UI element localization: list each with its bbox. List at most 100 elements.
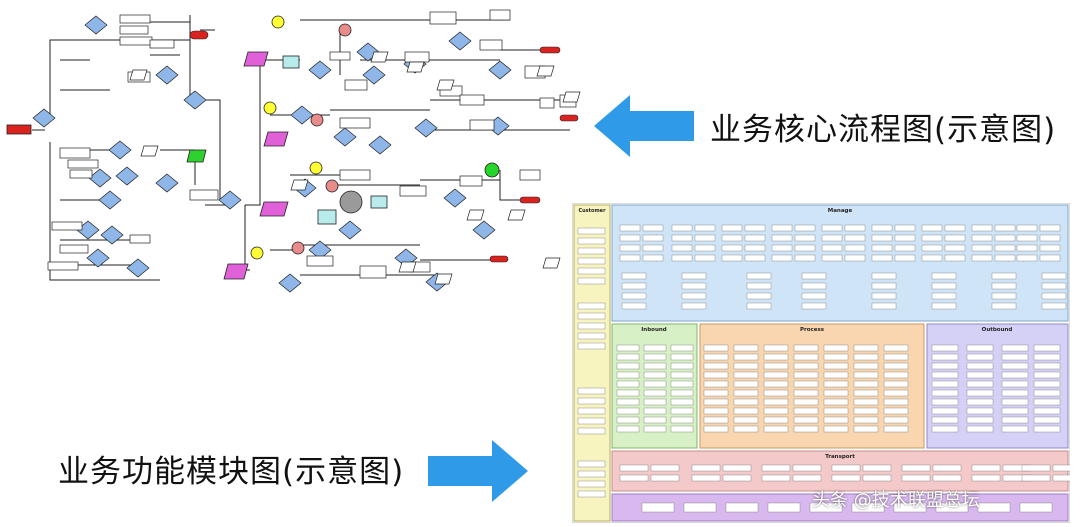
outbound-module [1033,362,1061,370]
customer-module [577,427,606,435]
process-module [763,398,789,406]
process-box [519,169,541,181]
customer-module [577,227,606,235]
io-node [129,69,148,81]
process-module [853,407,879,415]
manage-module [681,302,707,310]
manage-module [991,282,1017,290]
manage-module [771,224,793,232]
process-module [883,344,909,352]
customer-module [577,267,606,275]
manage-module [801,302,827,310]
process-module [733,398,759,406]
outbound-title: Outbound [982,327,1013,333]
inbound-module [616,371,640,379]
transport-module [691,464,721,472]
process-module [823,398,849,406]
process-box [479,39,503,51]
manage-module [621,282,647,290]
inbound-module [670,398,694,406]
process-module [703,362,729,370]
transport-title: Transport [825,454,855,460]
manage-module [746,282,772,290]
decision-diamond [88,168,112,188]
manage-module [871,292,897,300]
process-module [763,362,789,370]
process-module [793,416,819,424]
terminal-nodes [189,30,579,263]
manage-module [794,254,816,262]
customer-module [577,322,606,330]
manage-module [681,292,707,300]
outbound-module [1001,407,1029,415]
bottom-module [767,502,801,513]
decision-diamond [98,190,122,210]
outbound-module [1033,353,1061,361]
manage-module [744,234,766,242]
process-box [339,169,371,181]
decision-diamond [308,60,332,80]
magenta-parallelograms [223,51,289,280]
manage-module [971,224,993,232]
process-module [703,407,729,415]
process-module [793,380,819,388]
inbound-module [670,353,694,361]
manage-module [694,254,716,262]
outbound-module [966,371,994,379]
function-module-caption: 业务功能模块图(示意图) [58,454,405,490]
customer-module [577,490,606,498]
inbound-module [670,362,694,370]
inbound-module [670,416,694,424]
green-parallelogram [186,149,207,163]
manage-module [671,254,693,262]
io-node [406,61,425,73]
process-box [429,11,457,25]
decision-diamond [155,173,179,193]
decision-diamond [278,273,302,293]
outbound-module [1033,416,1061,424]
manage-module [844,224,866,232]
outbound-module [931,344,959,352]
process-module [763,389,789,397]
manage-module [1039,234,1061,242]
transport-module [862,474,892,482]
decision-diamond [155,65,179,85]
manage-module [821,244,843,252]
process-module [733,371,759,379]
process-boxes [47,9,577,279]
customer-title: Customer [578,208,606,214]
manage-module [944,224,966,232]
cyan-nodes [282,55,388,225]
process-module [703,416,729,424]
bottom-module [851,502,885,513]
io-node [536,65,555,77]
inbound-module [616,344,640,352]
manage-module [1041,272,1067,280]
transport-module [901,464,931,472]
process-module [703,389,729,397]
process-box [459,94,485,106]
outbound-module [1001,380,1029,388]
process-module [853,389,879,397]
process-module [823,371,849,379]
process-module [883,362,909,370]
customer-module [577,387,606,395]
inbound-module [616,398,640,406]
process-module [883,389,909,397]
io-node [507,209,526,221]
inbound-module [670,389,694,397]
process-box [306,255,334,267]
manage-module [821,234,843,242]
manage-module [991,292,1017,300]
transport-module [862,464,892,472]
manage-module [944,244,966,252]
start-bar [6,124,32,135]
transport-module [722,464,752,472]
process-module [823,416,849,424]
process-module [793,398,819,406]
outbound-module [1001,389,1029,397]
process-box [329,51,351,61]
io-node [434,273,453,285]
manage-module [721,234,743,242]
manage-module [721,244,743,252]
